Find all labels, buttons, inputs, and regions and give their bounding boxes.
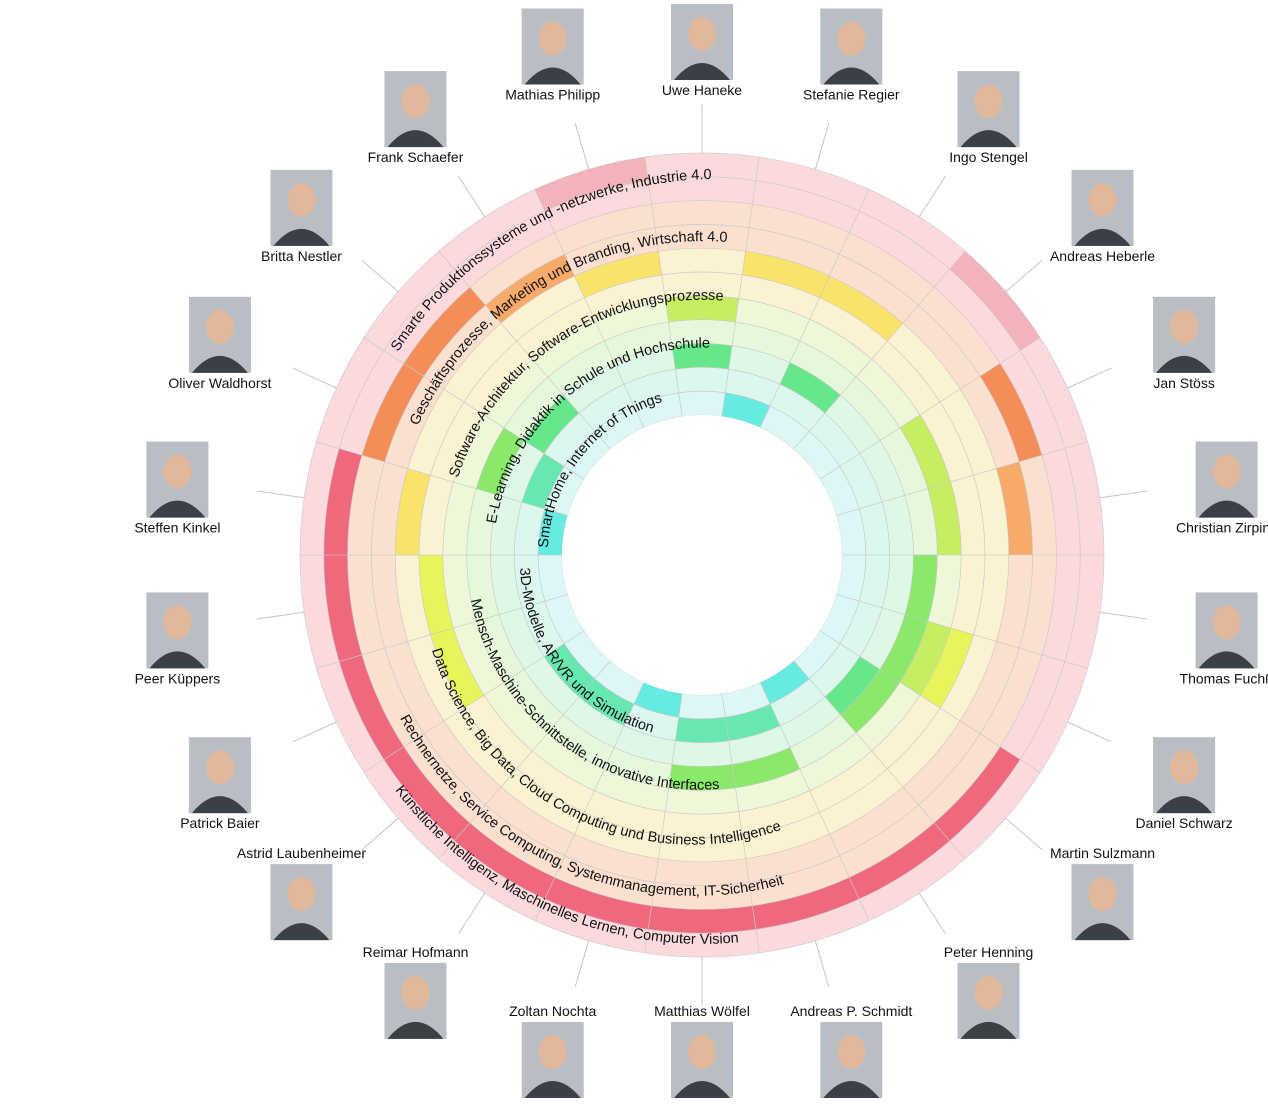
portrait-photo	[671, 1022, 733, 1098]
portrait-photo	[146, 441, 209, 518]
person-name: Ingo Stengel	[949, 149, 1028, 165]
portrait-photo	[188, 737, 251, 814]
person-thomas-fuchss: Thomas Fuchß	[1180, 592, 1268, 686]
person-peter-henning: Peter Henning	[944, 944, 1034, 1039]
person-name: Frank Schaefer	[368, 149, 464, 165]
person-astrid-laubenheimer: Astrid Laubenheimer	[237, 845, 367, 941]
person-name: Martin Sulzmann	[1050, 845, 1155, 861]
person-name: Christian Zirpins	[1176, 520, 1268, 536]
person-name: Thomas Fuchß	[1180, 670, 1268, 686]
center-hole	[562, 415, 842, 695]
person-steffen-kinkel: Steffen Kinkel	[134, 441, 220, 536]
portrait-photo	[1195, 592, 1258, 669]
topic-cell-3d-modelle-ar-vr-und-sim-matthias-wolfel	[674, 716, 730, 743]
leader-line	[1067, 367, 1112, 389]
portrait-photo	[671, 4, 733, 80]
person-christian-zirpins: Christian Zirpins	[1176, 441, 1268, 536]
leader-line	[458, 892, 486, 934]
portrait-photo	[1153, 296, 1216, 373]
portrait-photo	[957, 962, 1020, 1039]
person-name: Oliver Waldhorst	[168, 375, 271, 391]
person-daniel-schwarz: Daniel Schwarz	[1135, 737, 1233, 831]
person-reimar-hofmann: Reimar Hofmann	[363, 944, 469, 1039]
portrait-photo	[820, 8, 883, 85]
person-name: Britta Nestler	[261, 248, 342, 264]
leader-line	[1005, 259, 1043, 293]
person-name: Peer Küppers	[135, 670, 221, 686]
person-matthias-wolfel: Matthias Wölfel	[654, 1003, 750, 1098]
person-zoltan-nochta: Zoltan Nochta	[509, 1003, 596, 1098]
person-uwe-haneke: Uwe Haneke	[662, 4, 742, 98]
person-name: Reimar Hofmann	[363, 944, 469, 960]
person-oliver-waldhorst: Oliver Waldhorst	[168, 296, 271, 391]
person-name: Andreas P. Schmidt	[790, 1003, 912, 1019]
leader-line	[814, 123, 830, 170]
leader-line	[292, 367, 337, 389]
leader-line	[361, 817, 399, 851]
leader-line	[292, 721, 337, 743]
portrait-photo	[270, 864, 333, 941]
person-martin-sulzmann: Martin Sulzmann	[1050, 845, 1155, 941]
topic-cell-geschaftsprozesse-market-uwe-haneke	[651, 200, 753, 229]
portrait-photo	[1071, 864, 1134, 941]
person-britta-nestler: Britta Nestler	[261, 169, 342, 264]
leader-line	[458, 176, 486, 218]
portrait-photo	[146, 592, 209, 669]
leader-line	[256, 611, 305, 620]
person-frank-schaefer: Frank Schaefer	[368, 71, 464, 165]
person-name: Zoltan Nochta	[509, 1003, 596, 1019]
person-name: Patrick Baier	[180, 815, 260, 831]
portrait-photo	[820, 1022, 883, 1098]
person-name: Steffen Kinkel	[134, 520, 220, 536]
person-peer-kuppers: Peer Küppers	[135, 592, 221, 686]
topic-rings	[299, 152, 1105, 958]
person-andreas-heberle: Andreas Heberle	[1050, 169, 1155, 264]
portrait-photo	[384, 962, 447, 1039]
person-name: Matthias Wölfel	[654, 1003, 750, 1019]
person-name: Jan Stöss	[1153, 375, 1214, 391]
leader-line	[918, 176, 946, 218]
portrait-photo	[521, 1022, 584, 1098]
person-name: Mathias Philipp	[505, 87, 600, 103]
portrait-photo	[1195, 441, 1258, 518]
topic-cell-e-learning-didaktik-in-s-matthias-wolfel	[671, 740, 733, 767]
leader-line	[1005, 817, 1043, 851]
topic-cell-3d-modelle-ar-vr-und-sim-uwe-haneke	[674, 367, 730, 394]
person-ingo-stengel: Ingo Stengel	[949, 71, 1028, 165]
portrait-photo	[188, 296, 251, 373]
topic-cell-kunstliche-intelligenz-m-matthias-wolfel	[647, 905, 757, 934]
leader-line	[574, 123, 590, 170]
leader-line	[574, 940, 590, 987]
portrait-photo	[384, 71, 447, 148]
topic-cell-smarthome-internet-of-th-uwe-haneke	[678, 390, 726, 417]
leader-line	[918, 892, 946, 934]
leader-line	[1099, 611, 1148, 620]
portrait-photo	[521, 8, 584, 85]
person-patrick-baier: Patrick Baier	[180, 737, 260, 831]
topic-cell-smarthome-internet-of-th-matthias-wolfel	[678, 693, 726, 720]
portrait-photo	[1071, 169, 1134, 246]
portrait-photo	[957, 71, 1020, 148]
leader-line	[1067, 721, 1112, 743]
person-name: Uwe Haneke	[662, 82, 742, 98]
person-name: Andreas Heberle	[1050, 248, 1155, 264]
topic-cell-wirtschaft-4-0-uwe-haneke	[658, 248, 746, 276]
portrait-photo	[270, 169, 333, 246]
leader-line	[814, 940, 830, 987]
person-name: Astrid Laubenheimer	[237, 845, 367, 861]
leader-line	[361, 259, 399, 293]
person-stefanie-regier: Stefanie Regier	[803, 8, 900, 103]
person-name: Stefanie Regier	[803, 87, 900, 103]
person-name: Peter Henning	[944, 944, 1034, 960]
person-mathias-philipp: Mathias Philipp	[505, 8, 600, 103]
person-jan-stoss: Jan Stöss	[1153, 296, 1216, 391]
leader-line	[1099, 490, 1148, 499]
portrait-photo	[1153, 737, 1216, 814]
leader-lines	[256, 105, 1148, 1005]
leader-line	[256, 490, 305, 499]
person-name: Daniel Schwarz	[1135, 815, 1232, 831]
person-andreas-p-schmidt: Andreas P. Schmidt	[790, 1003, 912, 1098]
